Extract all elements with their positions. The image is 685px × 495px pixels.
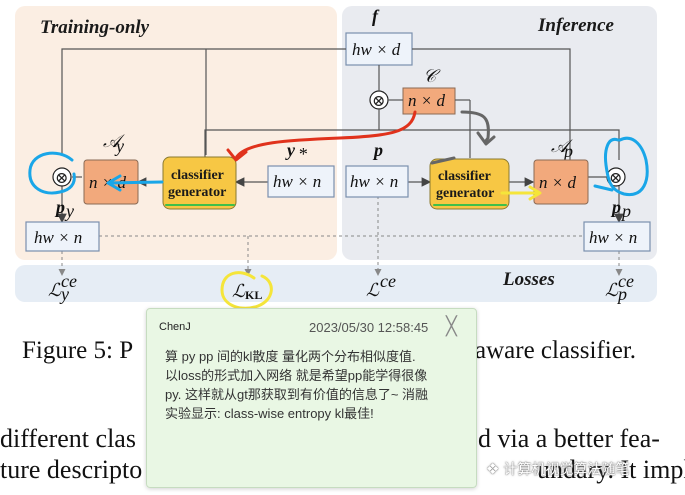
loss-ce-y-sup: ce: [61, 271, 77, 291]
blue-arrowhead-left: [106, 174, 122, 192]
losses-title: Losses: [502, 269, 555, 290]
wechat-icon: ❖: [486, 460, 500, 478]
p-p-box-label: hw × n: [589, 228, 637, 247]
p-y-symbol: p: [54, 197, 65, 217]
loss-ce-p-sub: p: [616, 284, 627, 304]
loss-ce-p-sup: ce: [618, 271, 634, 291]
yellow-arrowhead: [528, 185, 542, 201]
y-star-symbol: y: [285, 140, 296, 160]
gray-arrow-2: [430, 156, 456, 165]
a-p-symbol: 𝒜: [551, 136, 573, 156]
close-icon[interactable]: ╳: [446, 316, 457, 336]
p-p-subscript: p: [620, 201, 631, 221]
otimes-left-glyph: ⊗: [55, 170, 68, 187]
a-y-symbol: 𝒜: [103, 131, 125, 151]
blue-circle-left: [28, 151, 76, 195]
generator-right-line2: generator: [436, 186, 494, 201]
otimes-center-glyph: ⊗: [372, 93, 385, 110]
y-star-box: [267, 165, 335, 198]
losses-region: [15, 265, 657, 302]
y-star-box-label: hw × n: [273, 172, 321, 191]
watermark-text: 计算机视觉算法随笔: [503, 462, 630, 478]
p-box: [345, 165, 409, 198]
classifier-generator-right: [429, 158, 510, 210]
f-box-label: hw × d: [352, 40, 401, 59]
loss-ce-p: ℒ: [605, 280, 619, 300]
a-p-box: [533, 159, 589, 205]
red-arrowhead: [226, 148, 248, 162]
annotation-line: py. 这样就从gt那获取到有价值的信息了~ 消融: [165, 387, 429, 402]
body-text-line1-left: different clas: [0, 424, 136, 453]
generator-right-line1: classifier: [438, 169, 491, 184]
loss-ce-y: ℒ: [48, 280, 62, 300]
y-star-subscript: *: [298, 144, 307, 164]
f-symbol: f: [372, 6, 380, 26]
loss-ce-center-sup: ce: [380, 271, 396, 291]
annotation-timestamp: 2023/05/30 12:58:45: [309, 320, 429, 335]
loss-dashed-lines: [58, 196, 623, 276]
annotation-line: 以loss的形式加入网络 就是希望pp能学得很像: [165, 368, 428, 383]
figure-caption-left: Figure 5: P: [22, 337, 133, 364]
generator-left-line1: classifier: [171, 168, 224, 183]
loss-kl-sub: KL: [245, 288, 262, 302]
p-symbol: p: [372, 140, 383, 160]
otimes-left: [52, 167, 72, 187]
loss-ce-center: ℒ: [366, 280, 380, 300]
body-text-line2-left: ture descripto: [0, 455, 142, 484]
gray-arrow-annotation: [460, 110, 490, 144]
annotation-author: ChenJ: [159, 321, 191, 333]
figure-caption-right: aware classifier.: [475, 337, 636, 364]
blue-circle-right: [604, 136, 649, 197]
p-y-box-label: hw × n: [34, 228, 82, 247]
a-p-subscript: p: [562, 141, 573, 161]
blue-arrow-right: [593, 184, 614, 192]
a-p-box-label: n × d: [539, 173, 576, 192]
p-box-label: hw × n: [350, 172, 398, 191]
p-y-box: [25, 221, 100, 252]
classifier-generator-left: [162, 156, 237, 210]
p-p-box: [583, 221, 651, 252]
handwritten-annotations: [28, 110, 649, 310]
c-box: [402, 87, 456, 115]
annotation-popup[interactable]: ChenJ 2023/05/30 12:58:45 ╳ 算 py pp 间的kl…: [146, 308, 477, 488]
annotation-body: 算 py pp 间的kl散度 量化两个分布相似度值. 以loss的形式加入网络 …: [165, 347, 465, 423]
generator-left-line2: generator: [168, 185, 226, 200]
otimes-right-glyph: ⊗: [609, 170, 622, 187]
p-p-symbol: p: [610, 197, 621, 217]
red-arrow-annotation: [234, 110, 417, 160]
blue-arrow-left: [108, 180, 164, 185]
p-y-subscript: y: [64, 201, 74, 221]
inference-title: Inference: [537, 15, 615, 36]
a-y-subscript: y: [114, 136, 124, 156]
annotation-line: 实验显示: class-wise entropy kl最佳!: [165, 406, 374, 421]
watermark: ❖ 计算机视觉算法随笔: [486, 459, 629, 479]
body-text-line1-right: d via a better fea-: [478, 424, 660, 453]
annotation-line: 算 py pp 间的kl散度 量化两个分布相似度值.: [165, 349, 416, 364]
loss-kl: ℒ: [232, 281, 246, 301]
loss-ce-y-sub: y: [59, 284, 69, 304]
training-only-title: Training-only: [40, 17, 150, 38]
yellow-circle-kl: [220, 271, 273, 310]
gray-arrowhead: [476, 131, 496, 146]
body-text-line2-right: undary. It implies: [537, 455, 685, 484]
c-box-label: n × d: [408, 91, 445, 110]
